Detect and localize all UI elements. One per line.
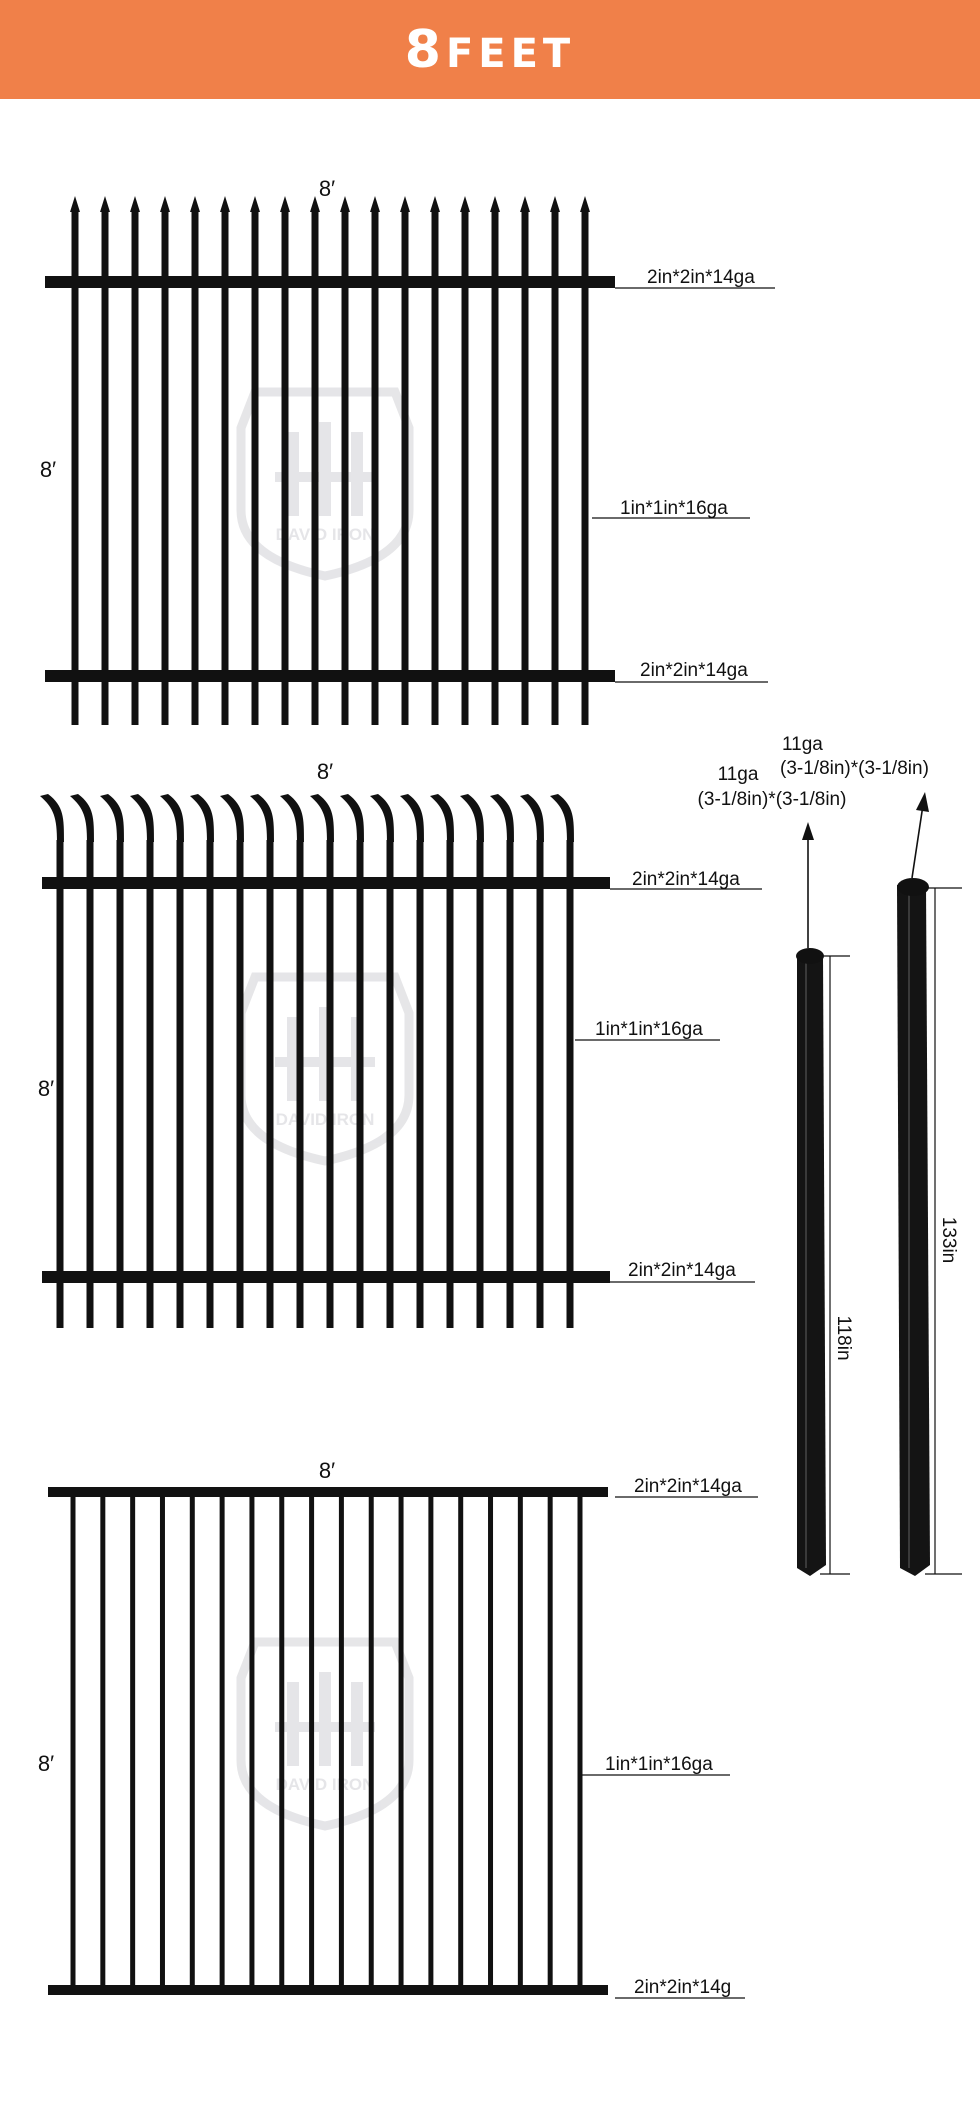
post-2-arrowhead <box>916 792 929 812</box>
fence-2-picket <box>310 794 334 1328</box>
fence-3-picket <box>130 1492 136 1990</box>
fence-1-picket-spec: 1in*1in*16ga <box>620 498 728 519</box>
post-1-length: 118in <box>833 1315 854 1360</box>
fence-1-picket <box>550 196 560 725</box>
fence-2-picket <box>400 794 424 1328</box>
fence-2-pickets <box>40 794 574 1328</box>
fence-2-picket <box>550 794 574 1328</box>
watermark-1-brand: DAVID IRON <box>276 525 375 544</box>
title-number: 8 <box>404 19 446 80</box>
post-1-gauge: 11ga <box>718 764 759 785</box>
fence-1-width-label: 8′ <box>319 176 335 201</box>
fence-1-picket <box>520 196 530 725</box>
fence-2-picket <box>520 794 544 1328</box>
fence-2-picket <box>130 794 154 1328</box>
fence-2-picket <box>190 794 214 1328</box>
watermark-3-brand: DAVID IRON <box>276 1775 375 1794</box>
fence-3-top-rail <box>48 1487 608 1497</box>
fence-1-picket <box>190 196 200 725</box>
fence-1-top-rail <box>45 276 615 288</box>
fence-1-bottom-rail-spec: 2in*2in*14ga <box>640 660 748 681</box>
fence-1-picket <box>430 196 440 725</box>
watermark-3: DAVID IRON <box>236 1637 414 1831</box>
fence-3-picket <box>428 1492 434 1990</box>
fence-3-height-label: 8′ <box>38 1751 54 1776</box>
fence-2-picket <box>490 794 514 1328</box>
title-word: FEET <box>445 30 576 77</box>
fence-1-picket <box>400 196 410 725</box>
watermark-2: DAVID IRON <box>236 972 414 1166</box>
fence-2-picket <box>430 794 454 1328</box>
fence-3-picket <box>219 1492 225 1990</box>
post-2-length: 133in <box>938 1217 959 1264</box>
post-2-size: (3-1/8in)*(3-1/8in) <box>780 758 929 779</box>
fence-1-pickets <box>70 196 590 725</box>
fence-3-bottom-rail <box>48 1985 608 1995</box>
fence-3-picket <box>577 1492 583 1990</box>
fence-2-picket <box>460 794 484 1328</box>
fence-1-top-rail-spec: 2in*2in*14ga <box>647 267 755 288</box>
fence-1-picket <box>130 196 140 725</box>
fence-3-picket-spec: 1in*1in*16ga <box>605 1754 713 1775</box>
fence-3-pickets <box>70 1492 583 1990</box>
fence-1-picket <box>340 196 350 725</box>
post-2-gauge: 11ga <box>782 734 823 755</box>
fence-2-width-label: 8′ <box>317 759 333 784</box>
fence-1-picket <box>220 196 230 725</box>
fence-3-width-label: 8′ <box>319 1458 335 1483</box>
fence-3-picket <box>100 1492 106 1990</box>
fence-2-bottom-rail-spec: 2in*2in*14ga <box>628 1260 736 1281</box>
fence-1-picket <box>580 196 590 725</box>
fence-3-picket <box>279 1492 285 1990</box>
fence-2-picket <box>340 794 364 1328</box>
fence-2-picket <box>220 794 244 1328</box>
fence-3-picket <box>398 1492 404 1990</box>
fence-3-bottom-rail-spec: 2in*2in*14g <box>634 1977 731 1998</box>
fence-3-picket <box>70 1492 76 1990</box>
fence-1-picket <box>490 196 500 725</box>
fence-3-picket <box>189 1492 195 1990</box>
fence-1-height-label: 8′ <box>40 457 56 482</box>
fence-1-picket <box>460 196 470 725</box>
page-title: 8FEET <box>405 20 575 80</box>
fence-3-picket <box>249 1492 255 1990</box>
fence-1-picket <box>310 196 320 725</box>
fence-3-picket <box>159 1492 165 1990</box>
fence-2-picket <box>40 794 64 1328</box>
fence-1-picket <box>70 196 80 725</box>
fence-3-top-rail-spec: 2in*2in*14ga <box>634 1476 742 1497</box>
fence-2-picket <box>100 794 124 1328</box>
fence-2-top-rail <box>42 877 610 889</box>
fence-1-picket <box>250 196 260 725</box>
fence-3-picket <box>517 1492 523 1990</box>
fence-2-picket <box>160 794 184 1328</box>
fence-2-picket <box>250 794 274 1328</box>
fence-2-bottom-rail <box>42 1271 610 1283</box>
fence-3-picket <box>368 1492 374 1990</box>
post-1 <box>796 948 826 1576</box>
fence-2-picket <box>70 794 94 1328</box>
post-1-arrowhead <box>802 822 814 840</box>
fence-2-picket <box>370 794 394 1328</box>
fence-3-picket <box>458 1492 464 1990</box>
fence-3-picket <box>338 1492 344 1990</box>
post-1-size: (3-1/8in)*(3-1/8in) <box>698 789 847 810</box>
post-2 <box>897 878 930 1576</box>
fence-2-height-label: 8′ <box>38 1076 54 1101</box>
fence-3-picket <box>488 1492 494 1990</box>
fence-1-picket <box>100 196 110 725</box>
fence-2-top-rail-spec: 2in*2in*14ga <box>632 869 740 890</box>
fence-1-picket <box>370 196 380 725</box>
fence-1-picket <box>160 196 170 725</box>
fence-3-picket <box>309 1492 315 1990</box>
fence-1-picket <box>280 196 290 725</box>
fence-3-picket <box>547 1492 553 1990</box>
fence-2-picket <box>280 794 304 1328</box>
fence-1-bottom-rail <box>45 670 615 682</box>
post-2-arrow <box>911 804 924 879</box>
title-banner: 8FEET <box>0 0 980 99</box>
fence-2-picket-spec: 1in*1in*16ga <box>595 1019 703 1040</box>
watermark-1: DAVID IRON <box>236 387 414 581</box>
